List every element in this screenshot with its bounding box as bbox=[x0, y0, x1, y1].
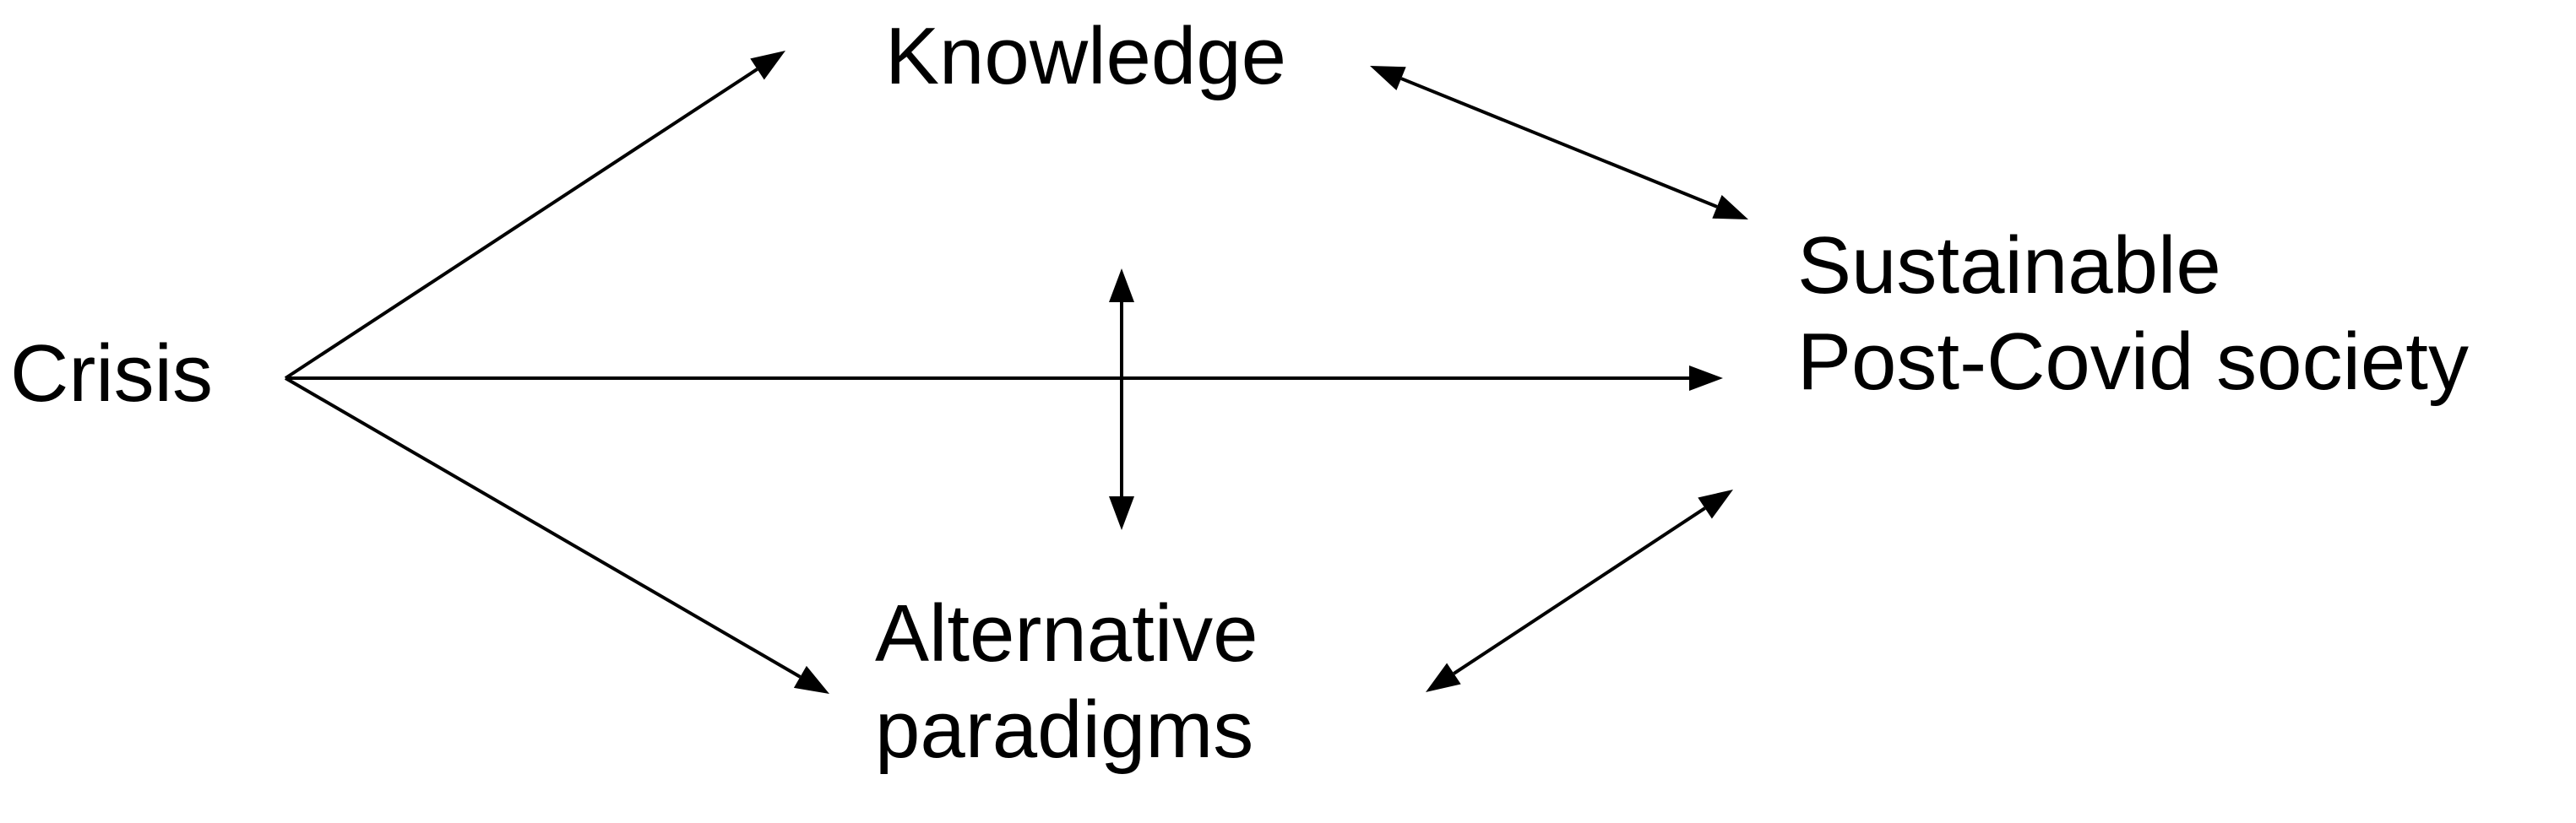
edge-crisis-to-knowledge-arrowhead-end bbox=[750, 51, 785, 80]
edge-crisis-to-alternative-paradigms-arrowhead-end bbox=[793, 665, 829, 694]
node-alternative-line-1: Alternative bbox=[875, 588, 1258, 679]
node-sustainable-line-1: Sustainable bbox=[1797, 220, 2221, 311]
edge-knowledge-sustainable-society bbox=[1400, 77, 1718, 208]
edge-knowledge-alternative-paradigms-arrowhead-start bbox=[1109, 268, 1134, 302]
edge-alternative-paradigms-sustainable-society bbox=[1453, 506, 1706, 675]
node-knowledge: Knowledge bbox=[885, 8, 1286, 105]
node-crisis: Crisis bbox=[10, 326, 213, 422]
node-knowledge-line-1: Knowledge bbox=[885, 11, 1287, 101]
edge-knowledge-sustainable-society-arrowhead-start bbox=[1370, 66, 1406, 90]
edge-crisis-to-alternative-paradigms bbox=[284, 376, 802, 679]
edge-alternative-paradigms-sustainable-society-arrowhead-end bbox=[1698, 490, 1733, 519]
node-crisis-line-1: Crisis bbox=[10, 328, 213, 419]
node-sustainable-society: Sustainable Post-Covid society bbox=[1797, 218, 2469, 410]
edge-knowledge-sustainable-society-arrowhead-end bbox=[1712, 195, 1748, 219]
edge-crisis-to-sustainable-society-arrowhead-end bbox=[1689, 365, 1723, 391]
node-alternative-paradigms: Alternative paradigms bbox=[875, 586, 1258, 778]
edge-alternative-paradigms-sustainable-society-arrowhead-start bbox=[1426, 663, 1461, 692]
node-alternative-line-2: paradigms bbox=[875, 685, 1254, 775]
edge-knowledge-alternative-paradigms-arrowhead-end bbox=[1109, 496, 1134, 530]
node-sustainable-line-2: Post-Covid society bbox=[1797, 317, 2469, 407]
edge-crisis-to-knowledge bbox=[284, 68, 758, 380]
